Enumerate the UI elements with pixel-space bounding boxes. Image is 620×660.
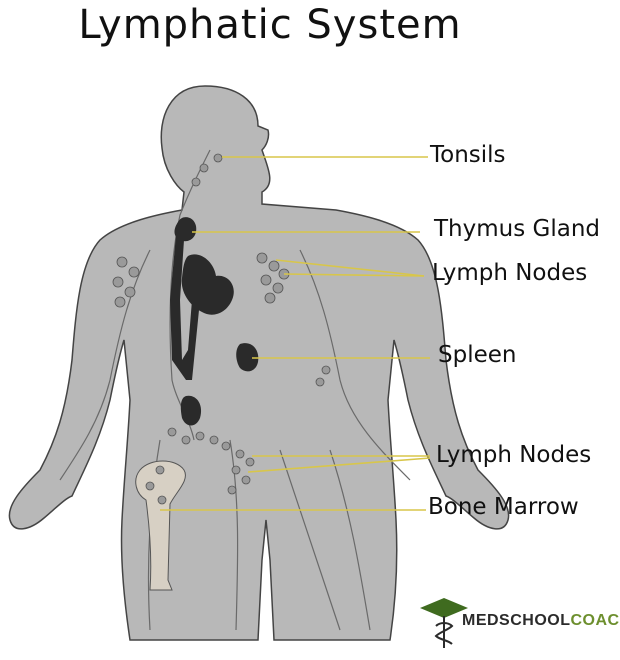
heart-organ [181, 254, 234, 315]
cisterna [180, 395, 202, 426]
thoracic-duct [170, 235, 200, 380]
label-lymph-nodes-lower: Lymph Nodes [436, 442, 592, 468]
leader-nodes-upper-2 [283, 273, 425, 277]
graduation-cap-icon [420, 598, 468, 618]
spleen-organ [236, 343, 259, 372]
brand-logo [420, 598, 468, 648]
brand-part-2: COACH [570, 612, 620, 629]
diagram-title: Lymphatic System [78, 2, 462, 48]
label-bone-marrow: Bone Marrow [428, 494, 579, 520]
bone-marrow-region [135, 460, 186, 591]
body-silhouette [8, 85, 510, 641]
label-spleen: Spleen [438, 342, 517, 368]
brand-part-1: MEDSCHOOL [462, 612, 571, 629]
label-thymus-gland: Thymus Gland [434, 216, 600, 242]
thymus-organ [174, 217, 197, 242]
leader-nodes-upper-1 [275, 259, 425, 277]
caduceus-icon [434, 616, 454, 648]
leader-lines [160, 156, 431, 511]
lymph-nodes [112, 153, 331, 505]
leader-nodes-lower-2 [247, 457, 431, 473]
label-tonsils: Tonsils [430, 142, 506, 168]
organs [170, 217, 259, 426]
brand-wordmark: MEDSCHOOLCOACH [462, 612, 620, 630]
label-lymph-nodes-upper: Lymph Nodes [432, 260, 588, 286]
